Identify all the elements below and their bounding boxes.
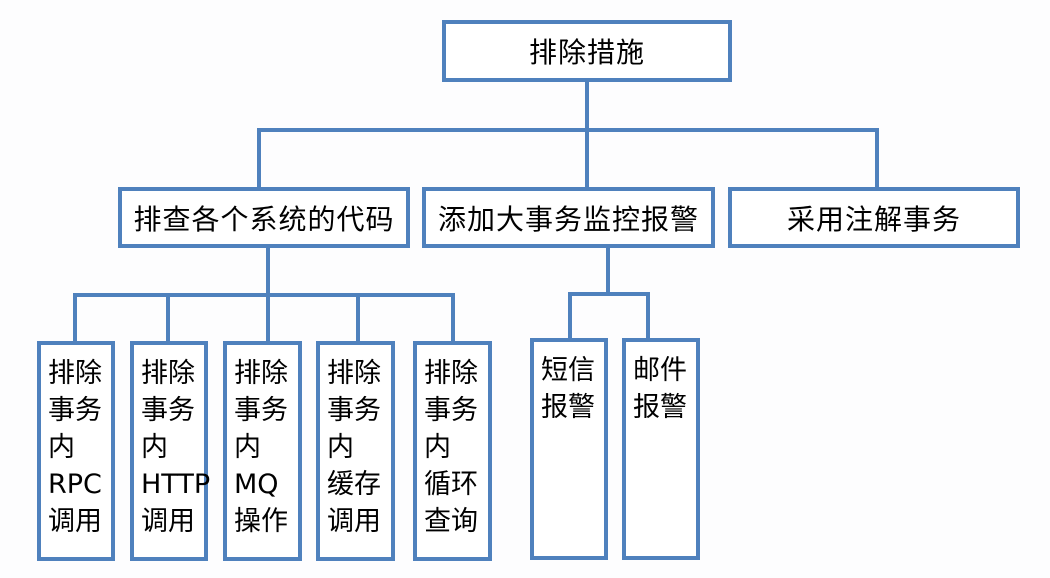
node-label: 排除措施 xyxy=(528,36,645,69)
node-label: 排查各个系统的代码 xyxy=(133,202,395,236)
node-check-each-system-code: 排查各个系统的代码 xyxy=(118,187,410,248)
connector-alert-bracket xyxy=(568,292,650,340)
node-add-big-transaction-monitor-alert: 添加大事务监控报警 xyxy=(422,187,715,248)
node-label: 排除 事务 内 缓存 调用 xyxy=(327,358,381,537)
node-exclude-loop-query: 排除 事务 内 循环 查询 xyxy=(413,341,492,561)
node-label: 添加大事务监控报警 xyxy=(437,202,699,236)
node-exclude-rpc-call: 排除 事务 内 RPC 调用 xyxy=(37,341,115,561)
node-label: 排除 事务 内 HTTP 调用 xyxy=(141,358,211,537)
node-exclude-cache-call: 排除 事务 内 缓存 调用 xyxy=(316,341,395,561)
node-use-annotation-transaction: 采用注解事务 xyxy=(728,187,1020,248)
node-email-alert: 邮件 报警 xyxy=(622,338,700,560)
node-label: 采用注解事务 xyxy=(786,202,961,236)
node-label: 短信 报警 xyxy=(541,355,595,423)
node-exclusion-measures: 排除措施 xyxy=(442,20,732,82)
node-sms-alert: 短信 报警 xyxy=(530,338,608,560)
node-exclude-mq-operation: 排除 事务 内 MQ 操作 xyxy=(223,341,302,561)
node-label: 排除 事务 内 循环 查询 xyxy=(424,358,478,537)
connector-code-bracket xyxy=(73,293,455,343)
node-label: 排除 事务 内 MQ 操作 xyxy=(234,358,288,537)
node-label: 邮件 报警 xyxy=(633,355,687,423)
node-label: 排除 事务 内 RPC 调用 xyxy=(48,358,102,537)
connector-level2-bracket xyxy=(257,128,879,189)
node-exclude-http-call: 排除 事务 内 HTTP 调用 xyxy=(130,341,211,561)
